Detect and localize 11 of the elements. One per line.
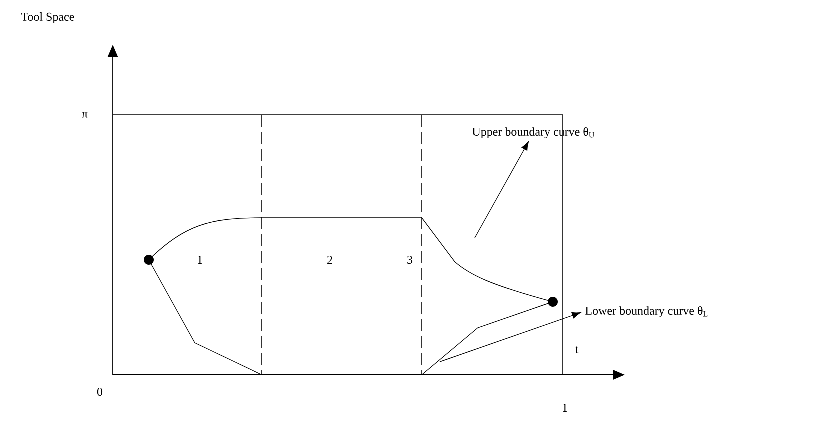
leader-line [474,142,529,238]
axis-label: 1 [563,404,568,412]
axis-label: 2 [328,256,332,264]
axis-label: Tool Space [21,12,74,24]
axis-label: 3 [408,256,413,264]
axis-label: 1 [198,256,202,264]
axis-label: 0 [97,388,103,396]
curve-label: Lower boundary curve θ$_{L}$ [586,306,708,318]
axis-label: π [82,112,88,118]
leader-line [440,312,581,362]
axis-label: t [575,346,579,354]
